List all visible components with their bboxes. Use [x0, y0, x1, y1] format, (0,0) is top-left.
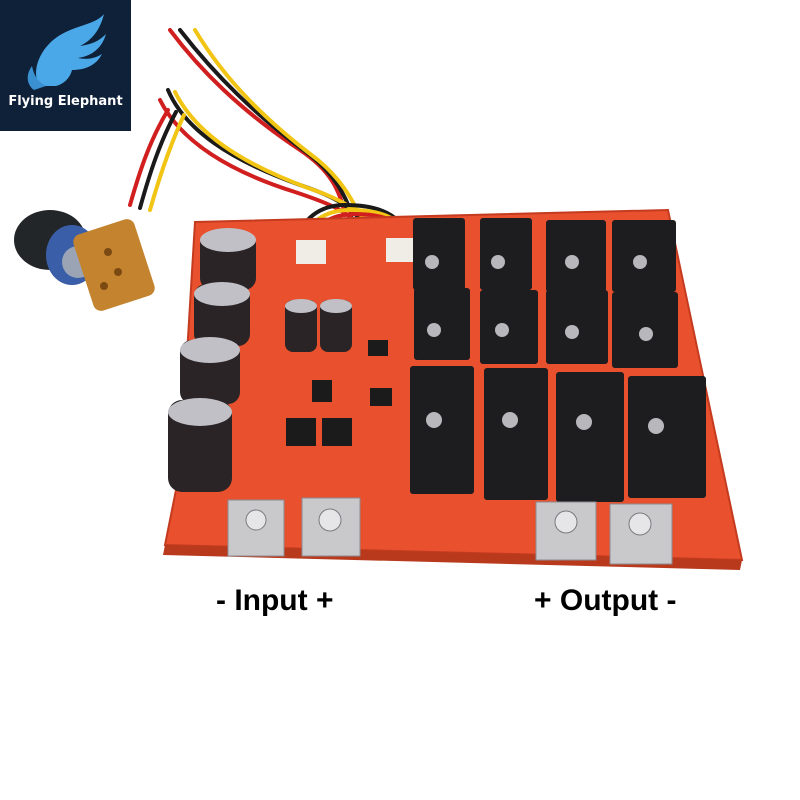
- potentiometer-knob: [14, 210, 155, 311]
- brand-logo: Flying Elephant: [0, 0, 131, 131]
- wire-bundle: [128, 28, 416, 246]
- brand-name: Flying Elephant: [8, 94, 123, 109]
- transistor-tabs: [425, 255, 664, 434]
- capacitors: [168, 228, 352, 492]
- output-polarity-label: + Output -: [534, 584, 677, 617]
- input-polarity-label: - Input +: [216, 584, 334, 617]
- elephant-wing-icon: [27, 14, 106, 90]
- connector-right: [386, 238, 416, 262]
- screw-terminals: [227, 497, 673, 565]
- heatsinks: [410, 218, 706, 502]
- connector-left: [296, 240, 326, 264]
- ics: [286, 340, 392, 446]
